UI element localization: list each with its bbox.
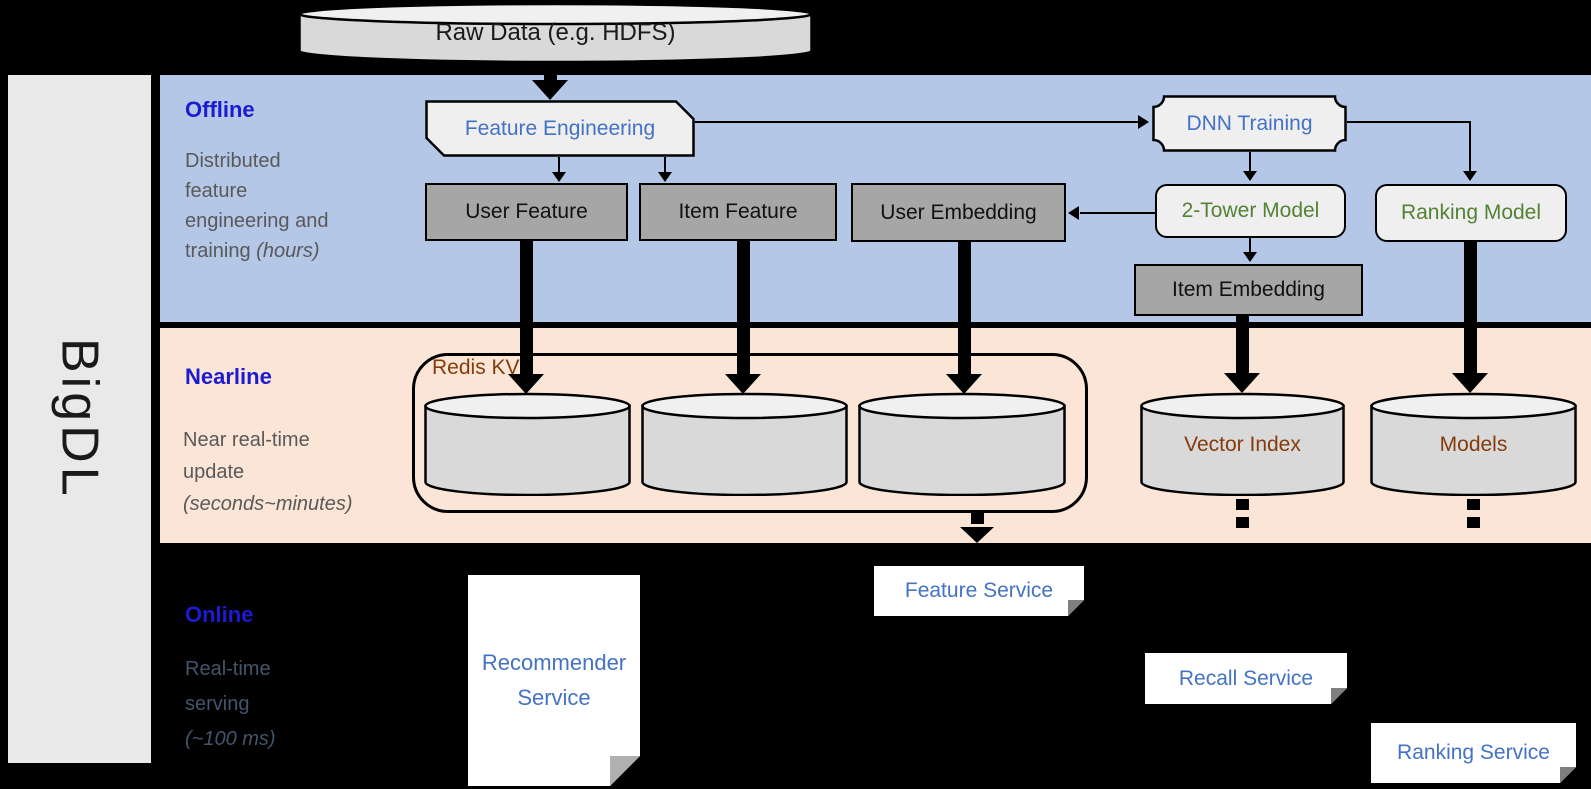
arrow-ranking-model-to-models bbox=[1464, 241, 1477, 375]
arrow-item-feature-to-redis bbox=[737, 240, 750, 375]
ranking-service-label: Ranking Service bbox=[1397, 741, 1550, 764]
ranking-service-fold-icon bbox=[1560, 767, 1576, 783]
node-recommender-service: Recommender Service bbox=[468, 575, 640, 786]
node-recall-service: Recall Service bbox=[1145, 653, 1347, 704]
redis-kv-container bbox=[412, 353, 1088, 513]
vector-index-label: Vector Index bbox=[1184, 433, 1301, 456]
node-two-tower-model: 2-Tower Model bbox=[1155, 184, 1346, 238]
arrowhead-redis-2 bbox=[725, 374, 761, 394]
arrowhead-vector-index bbox=[1224, 373, 1260, 393]
arrowhead-item-embedding bbox=[1243, 252, 1257, 262]
dashed-arrow-redis-to-feature-service bbox=[971, 513, 984, 524]
arrowhead-user-embedding bbox=[1068, 206, 1079, 220]
offline-section-description: Distributed feature engineering and trai… bbox=[185, 150, 329, 262]
nearline-section-description: Near real-time update (seconds~minutes) bbox=[183, 429, 353, 515]
recall-service-label: Recall Service bbox=[1178, 666, 1314, 690]
arrow-two-tower-to-item-embedding bbox=[1249, 238, 1251, 254]
arrowhead-user-feature bbox=[552, 172, 566, 182]
arrowhead-raw-data bbox=[532, 80, 568, 100]
arrow-raw-data-to-feature-engineering bbox=[544, 61, 557, 82]
arrow-item-embedding-to-vector-index bbox=[1236, 315, 1249, 375]
user-feature-label: User Feature bbox=[465, 200, 588, 223]
redis-cylinder-3-icon bbox=[858, 392, 1066, 496]
node-feature-engineering: Feature Engineering bbox=[425, 100, 695, 157]
arrowhead-dnn-training bbox=[1138, 115, 1149, 129]
bigdl-logo-text: BigDL bbox=[50, 338, 109, 500]
arrowhead-redis-1 bbox=[508, 374, 544, 394]
recommender-service-label: Recommender Service bbox=[481, 650, 627, 710]
two-tower-model-label: 2-Tower Model bbox=[1181, 199, 1320, 222]
offline-section-title: Offline bbox=[185, 97, 255, 122]
arrow-two-tower-to-user-embedding bbox=[1080, 212, 1155, 214]
node-ranking-model: Ranking Model bbox=[1375, 184, 1567, 242]
dashed-arrow-models-1 bbox=[1467, 499, 1480, 510]
models-label: Models bbox=[1439, 433, 1508, 456]
arrow-fe-to-dnn-training bbox=[695, 121, 1140, 123]
redis-kv-label: Redis KV bbox=[432, 356, 520, 379]
item-feature-label: Item Feature bbox=[678, 200, 798, 223]
feature-service-fold-icon bbox=[1068, 600, 1084, 616]
node-item-feature: Item Feature bbox=[639, 183, 837, 241]
ranking-model-label: Ranking Model bbox=[1400, 201, 1542, 224]
nearline-section-title: Nearline bbox=[185, 364, 272, 389]
raw-data-cylinder-icon bbox=[298, 2, 813, 64]
raw-data-label: Raw Data (e.g. HDFS) bbox=[435, 19, 676, 46]
arrow-dnn-to-ranking-vertical bbox=[1469, 121, 1471, 172]
node-ranking-service: Ranking Service bbox=[1371, 723, 1576, 783]
dashed-arrow-vector-index-2 bbox=[1236, 517, 1249, 528]
recall-service-fold-icon bbox=[1331, 688, 1347, 704]
arrow-user-feature-to-redis bbox=[520, 240, 533, 375]
node-user-embedding: User Embedding bbox=[851, 183, 1066, 242]
arrowhead-item-feature bbox=[658, 172, 672, 182]
arrowhead-models bbox=[1452, 373, 1488, 393]
arrowhead-redis-3 bbox=[946, 374, 982, 394]
redis-cylinder-2-icon bbox=[641, 392, 848, 496]
node-dnn-training: DNN Training bbox=[1152, 95, 1347, 152]
bigdl-sidebar: BigDL bbox=[8, 75, 151, 763]
arrowhead-ranking-model bbox=[1463, 171, 1477, 181]
vector-index-cylinder-icon bbox=[1140, 392, 1345, 496]
arrow-fe-to-item-feature bbox=[664, 157, 666, 174]
online-section-title: Online bbox=[185, 602, 254, 627]
arrow-dnn-to-two-tower bbox=[1249, 152, 1251, 173]
user-embedding-label: User Embedding bbox=[880, 200, 1037, 224]
dashed-arrowhead-feature-service bbox=[960, 527, 994, 543]
dashed-arrow-vector-index-1 bbox=[1236, 499, 1249, 510]
recommender-service-fold-icon bbox=[610, 756, 640, 786]
models-cylinder-icon bbox=[1370, 392, 1577, 496]
arrow-dnn-to-ranking-horizontal bbox=[1347, 121, 1471, 123]
dnn-training-label: DNN Training bbox=[1186, 111, 1313, 135]
arrow-user-embedding-to-redis bbox=[958, 241, 971, 375]
arrow-fe-to-user-feature bbox=[558, 157, 560, 174]
dnn-training-shape bbox=[1152, 95, 1347, 152]
redis-cylinder-1-icon bbox=[424, 392, 631, 496]
feature-service-label: Feature Service bbox=[904, 579, 1054, 602]
node-user-feature: User Feature bbox=[425, 183, 628, 241]
arrowhead-two-tower bbox=[1243, 171, 1257, 181]
online-section-description: Real-time serving (~100 ms) bbox=[185, 658, 276, 750]
node-feature-service: Feature Service bbox=[874, 566, 1084, 616]
node-item-embedding: Item Embedding bbox=[1134, 264, 1363, 316]
item-embedding-label: Item Embedding bbox=[1172, 278, 1325, 301]
dashed-arrow-models-2 bbox=[1467, 517, 1480, 528]
feature-engineering-label: Feature Engineering bbox=[464, 116, 656, 140]
feature-engineering-shape bbox=[425, 100, 695, 157]
